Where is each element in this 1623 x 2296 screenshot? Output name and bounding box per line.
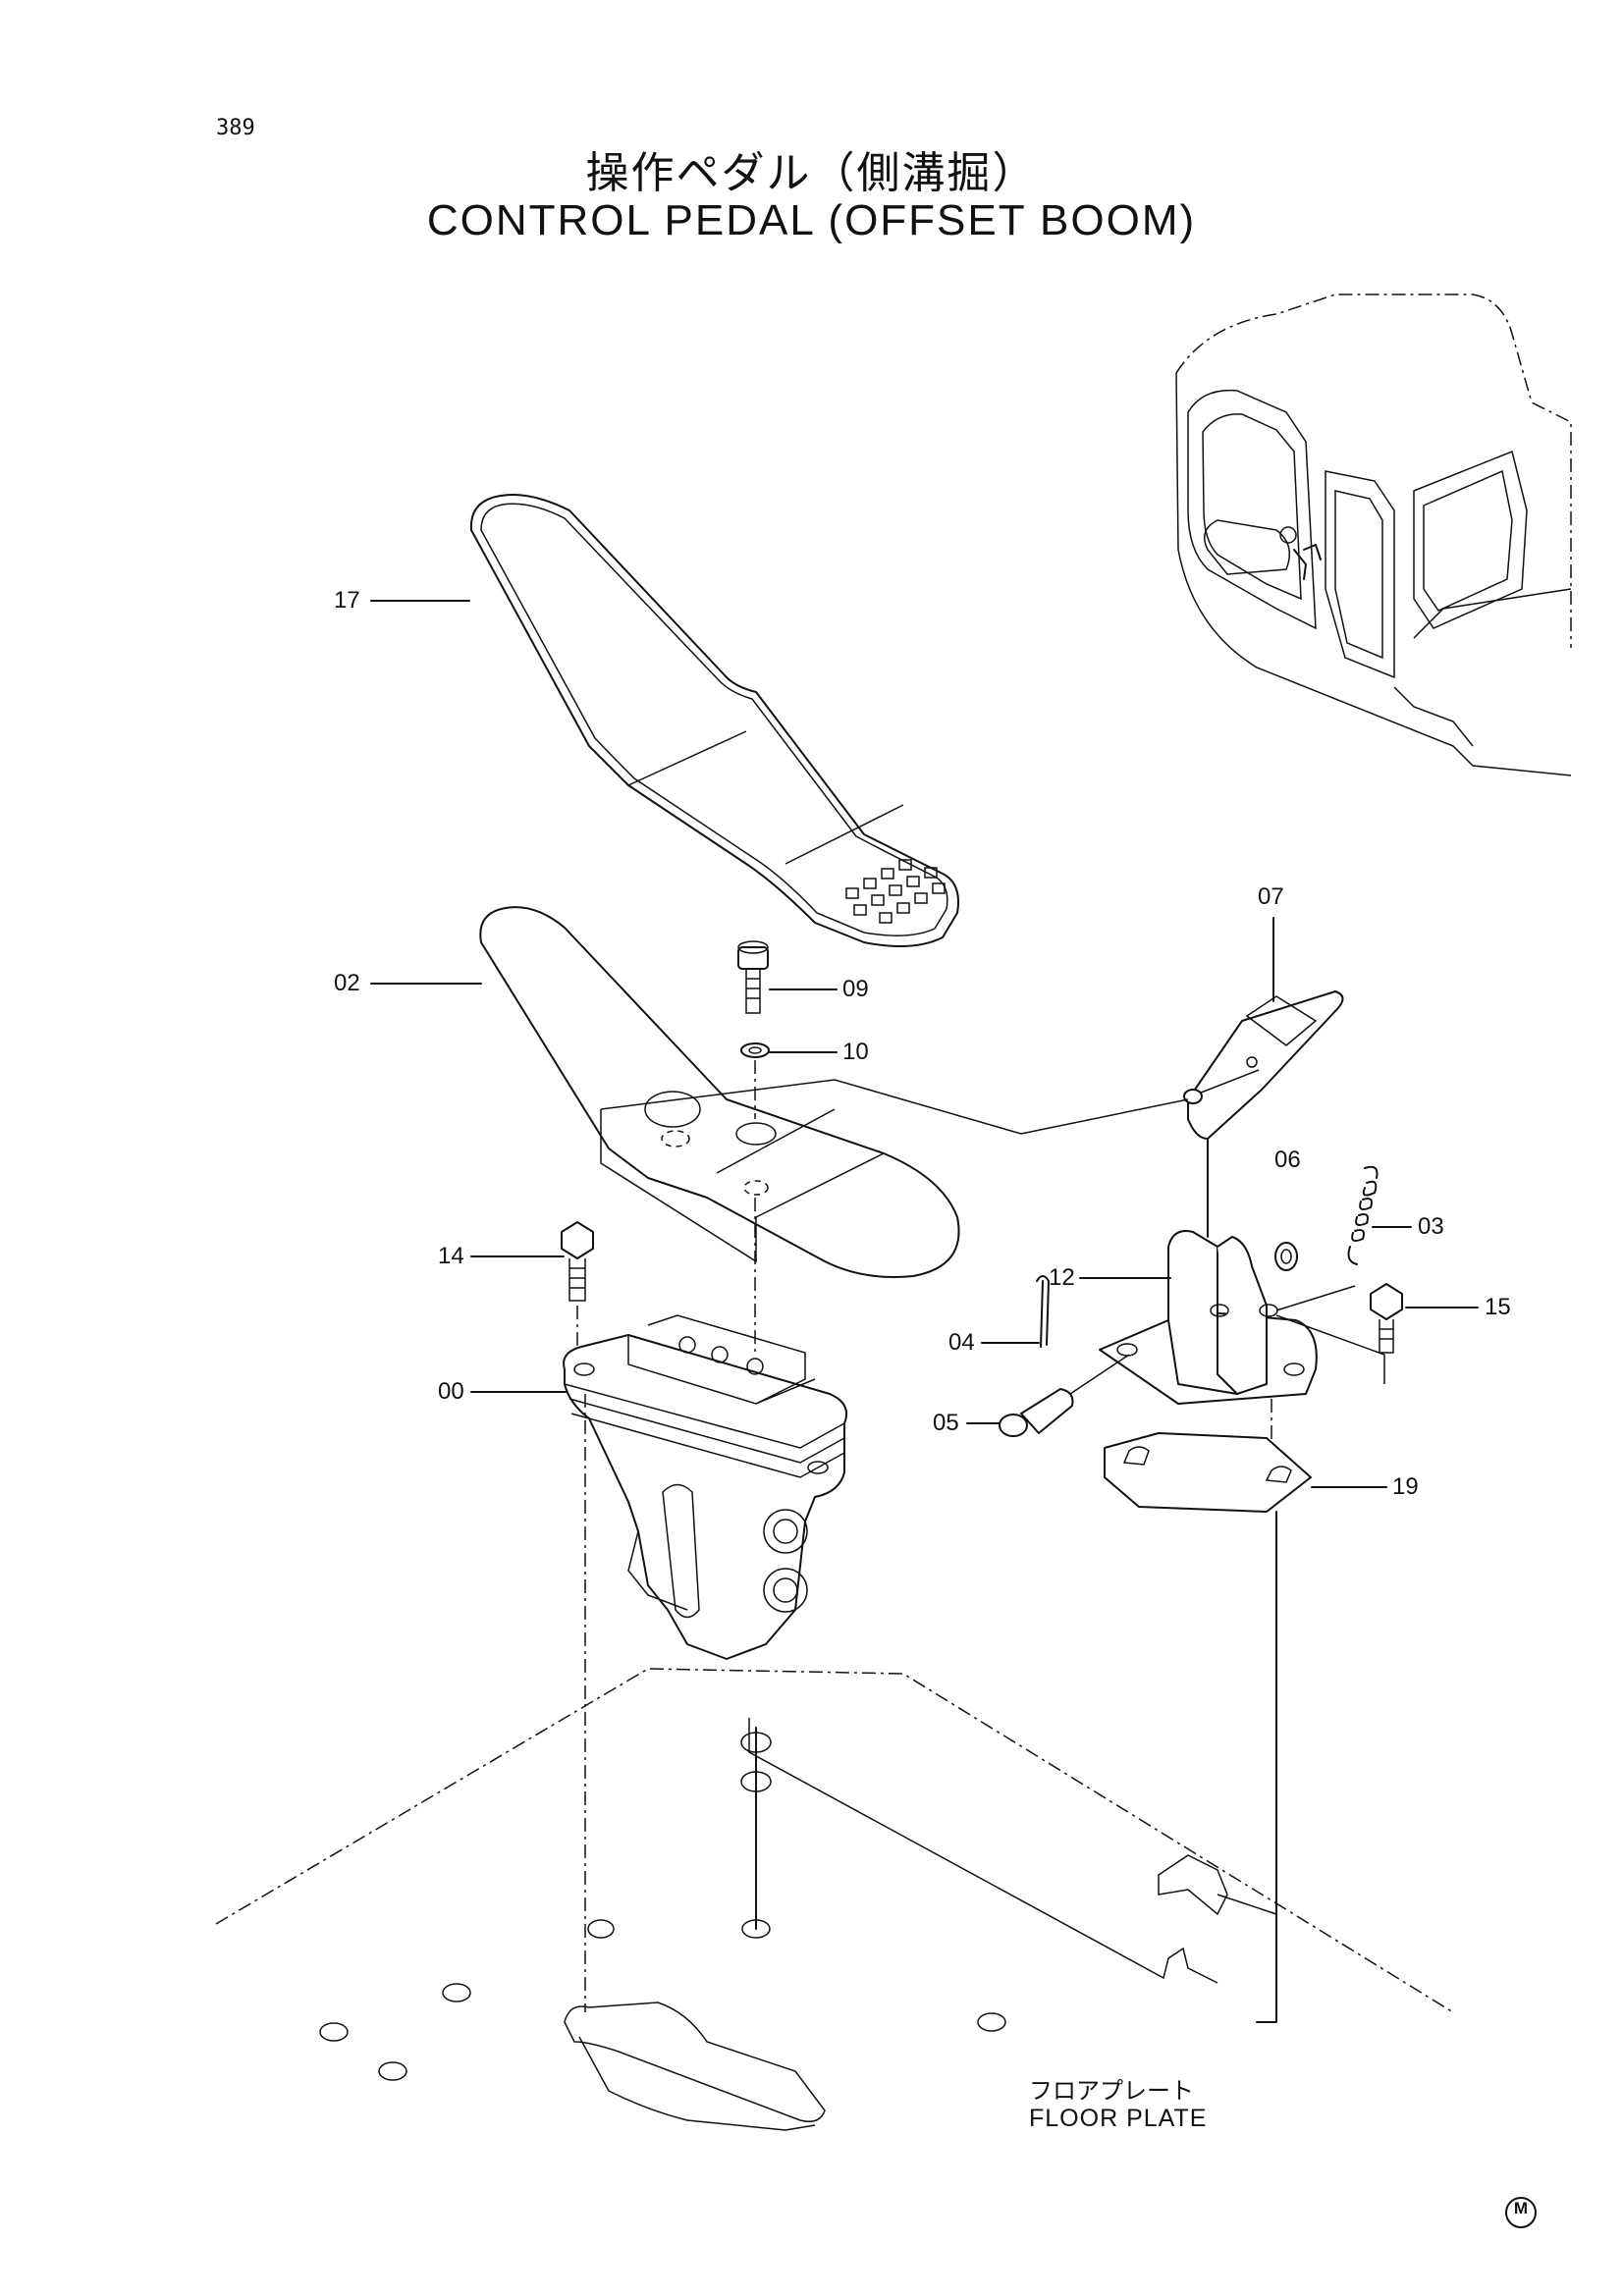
callout-19: 19 [1392, 1473, 1419, 1500]
circled-m-mark: M [1505, 2197, 1537, 2228]
page-number: 389 [216, 116, 255, 140]
callout-15: 15 [1485, 1294, 1511, 1320]
washer-06 [1274, 1242, 1298, 1271]
spring-bracket-07 [1183, 990, 1344, 1140]
callout-03: 03 [1418, 1213, 1444, 1240]
pedal-02 [479, 906, 960, 1278]
callout-04: 04 [948, 1329, 975, 1356]
cotter-pin-04 [1036, 1275, 1050, 1348]
callout-02: 02 [334, 970, 360, 996]
callout-17: 17 [334, 587, 360, 614]
pedal-valve-00 [563, 1314, 848, 1660]
bolt-14 [561, 1221, 594, 1302]
callout-07: 07 [1258, 883, 1284, 910]
pin-05 [999, 1354, 1130, 1437]
spring-03 [1347, 1165, 1379, 1265]
floor-plate-label-english: FLOOR PLATE [1029, 2105, 1208, 2132]
callout-14: 14 [438, 1243, 464, 1269]
title-japanese: 操作ペダル（側溝掘） [585, 148, 1038, 198]
bolt-09 [737, 940, 769, 1014]
callout-10: 10 [842, 1039, 869, 1065]
washer-10 [740, 1042, 770, 1058]
cab-inset-illustration [1175, 294, 1572, 776]
callout-05: 05 [933, 1410, 959, 1436]
floor-plate-illustration [215, 1668, 1454, 2131]
callout-12: 12 [1049, 1264, 1075, 1291]
pedal-cover-17 [469, 494, 959, 947]
callout-09: 09 [842, 976, 869, 1002]
callout-06: 06 [1274, 1147, 1301, 1173]
pedal-cover-grip-texture [845, 859, 946, 924]
floor-plate-label-japanese: フロアプレート [1029, 2077, 1194, 2105]
plate-19 [1104, 1432, 1312, 1513]
callout-00: 00 [438, 1378, 464, 1405]
bracket-12 [1099, 1230, 1385, 1405]
bolt-15 [1370, 1283, 1403, 1354]
title-english: CONTROL PEDAL (OFFSET BOOM) [426, 196, 1197, 244]
callout-leader-lines [370, 600, 1479, 1488]
